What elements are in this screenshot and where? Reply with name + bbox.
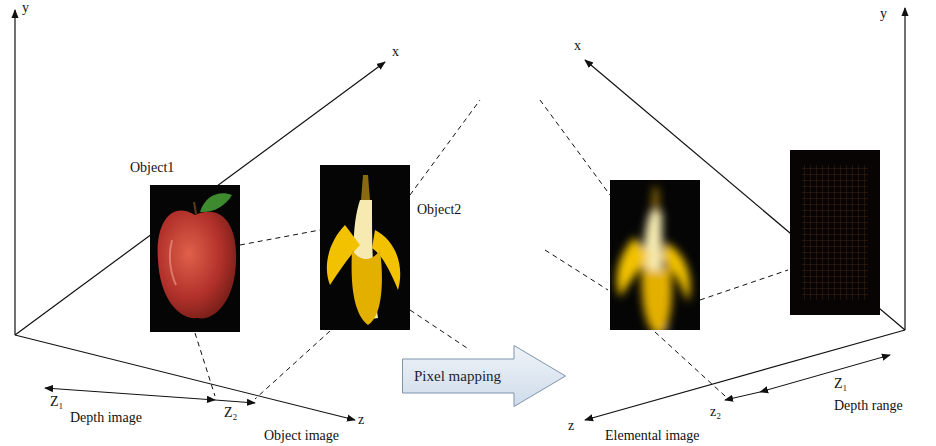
dimension-label: z₂: [708, 404, 723, 420]
dimension-label: Z₁: [832, 376, 849, 392]
axis-label: z: [356, 412, 366, 428]
x-axis: [585, 60, 905, 330]
dimension-label: Z₂: [222, 405, 239, 421]
lens-grid: [802, 165, 868, 300]
guide-line: [410, 310, 470, 350]
object-panel: [320, 165, 410, 330]
dimension-arrow: [725, 392, 760, 400]
y-axis: [14, 10, 15, 335]
axis-label: x: [390, 44, 401, 60]
dimension-arrow: [45, 388, 215, 400]
apple-stem: [194, 202, 196, 214]
banana-picture: [327, 175, 400, 325]
guide-line: [540, 100, 610, 195]
image-caption: Object image: [262, 428, 341, 444]
axis-label: y: [878, 6, 889, 22]
guide-line: [545, 250, 608, 290]
axis-label: y: [20, 0, 31, 16]
apple-highlight: [170, 240, 176, 285]
guide-line: [410, 100, 480, 195]
z-axis: [585, 330, 905, 420]
z-axis: [15, 335, 355, 420]
guide-line: [255, 331, 330, 399]
arrow-outline: [403, 346, 566, 407]
guide-line: [195, 333, 215, 396]
mapping-arrow-box: Pixel mapping: [402, 345, 566, 407]
dimension-caption: Depth range: [832, 398, 905, 414]
apple-leaf: [200, 193, 232, 212]
guide-line: [700, 270, 788, 300]
guide-line: [655, 332, 725, 396]
dimension-caption: Depth image: [68, 410, 144, 426]
object-label: Object2: [415, 202, 463, 218]
apple-picture: [158, 211, 237, 319]
axis-label: z: [566, 418, 576, 434]
dimension-arrow: [760, 355, 890, 392]
axis-label: x: [572, 38, 583, 54]
dimension-label: Z₁: [48, 394, 65, 410]
y-axis: [904, 8, 905, 330]
blurred-banana: [617, 187, 690, 330]
object-label: Object1: [128, 160, 176, 176]
dimension-arrow: [215, 400, 255, 403]
object-panel: [150, 185, 240, 332]
image-caption: Elemental image: [603, 428, 701, 444]
guide-line: [240, 230, 320, 245]
grid-panel: [790, 150, 880, 315]
node-text: Pixel mapping: [414, 367, 501, 385]
